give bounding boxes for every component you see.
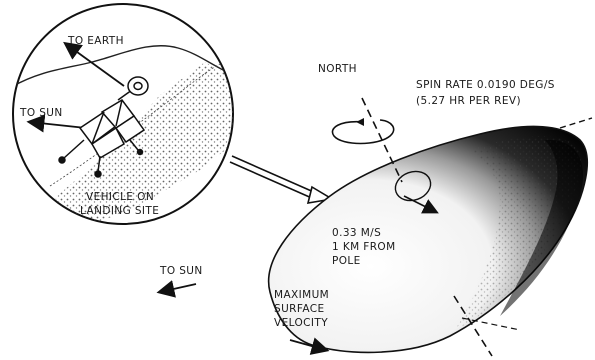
landing-site-inset: TO EARTH TO SUN VEHICLE ON LANDING: [10, 4, 238, 230]
inset-to-sun-label: TO SUN: [19, 107, 63, 119]
pole-velocity-line2: 1 KM FROM: [332, 241, 396, 253]
max-surface-line2: SURFACE: [274, 303, 325, 315]
spin-rate-line1: SPIN RATE 0.0190 DEG/S: [416, 79, 555, 91]
main-to-sun-label: TO SUN: [159, 265, 203, 277]
inset-connector-arrow: [230, 156, 332, 203]
pole-velocity-line1: 0.33 M/S: [332, 227, 381, 239]
rotation-arrow: [332, 118, 393, 144]
max-surface-line1: MAXIMUM: [274, 289, 329, 301]
main-to-sun-arrow: [160, 284, 196, 292]
max-surface-line3: VELOCITY: [274, 317, 328, 329]
spin-rate-line2: (5.27 HR PER REV): [416, 95, 521, 107]
inset-caption-line1: VEHICLE ON: [86, 191, 154, 203]
to-earth-label: TO EARTH: [67, 35, 124, 47]
pole-velocity-line3: POLE: [332, 255, 361, 267]
inset-caption-line2: LANDING SITE: [80, 205, 159, 217]
north-label: NORTH: [318, 63, 357, 75]
